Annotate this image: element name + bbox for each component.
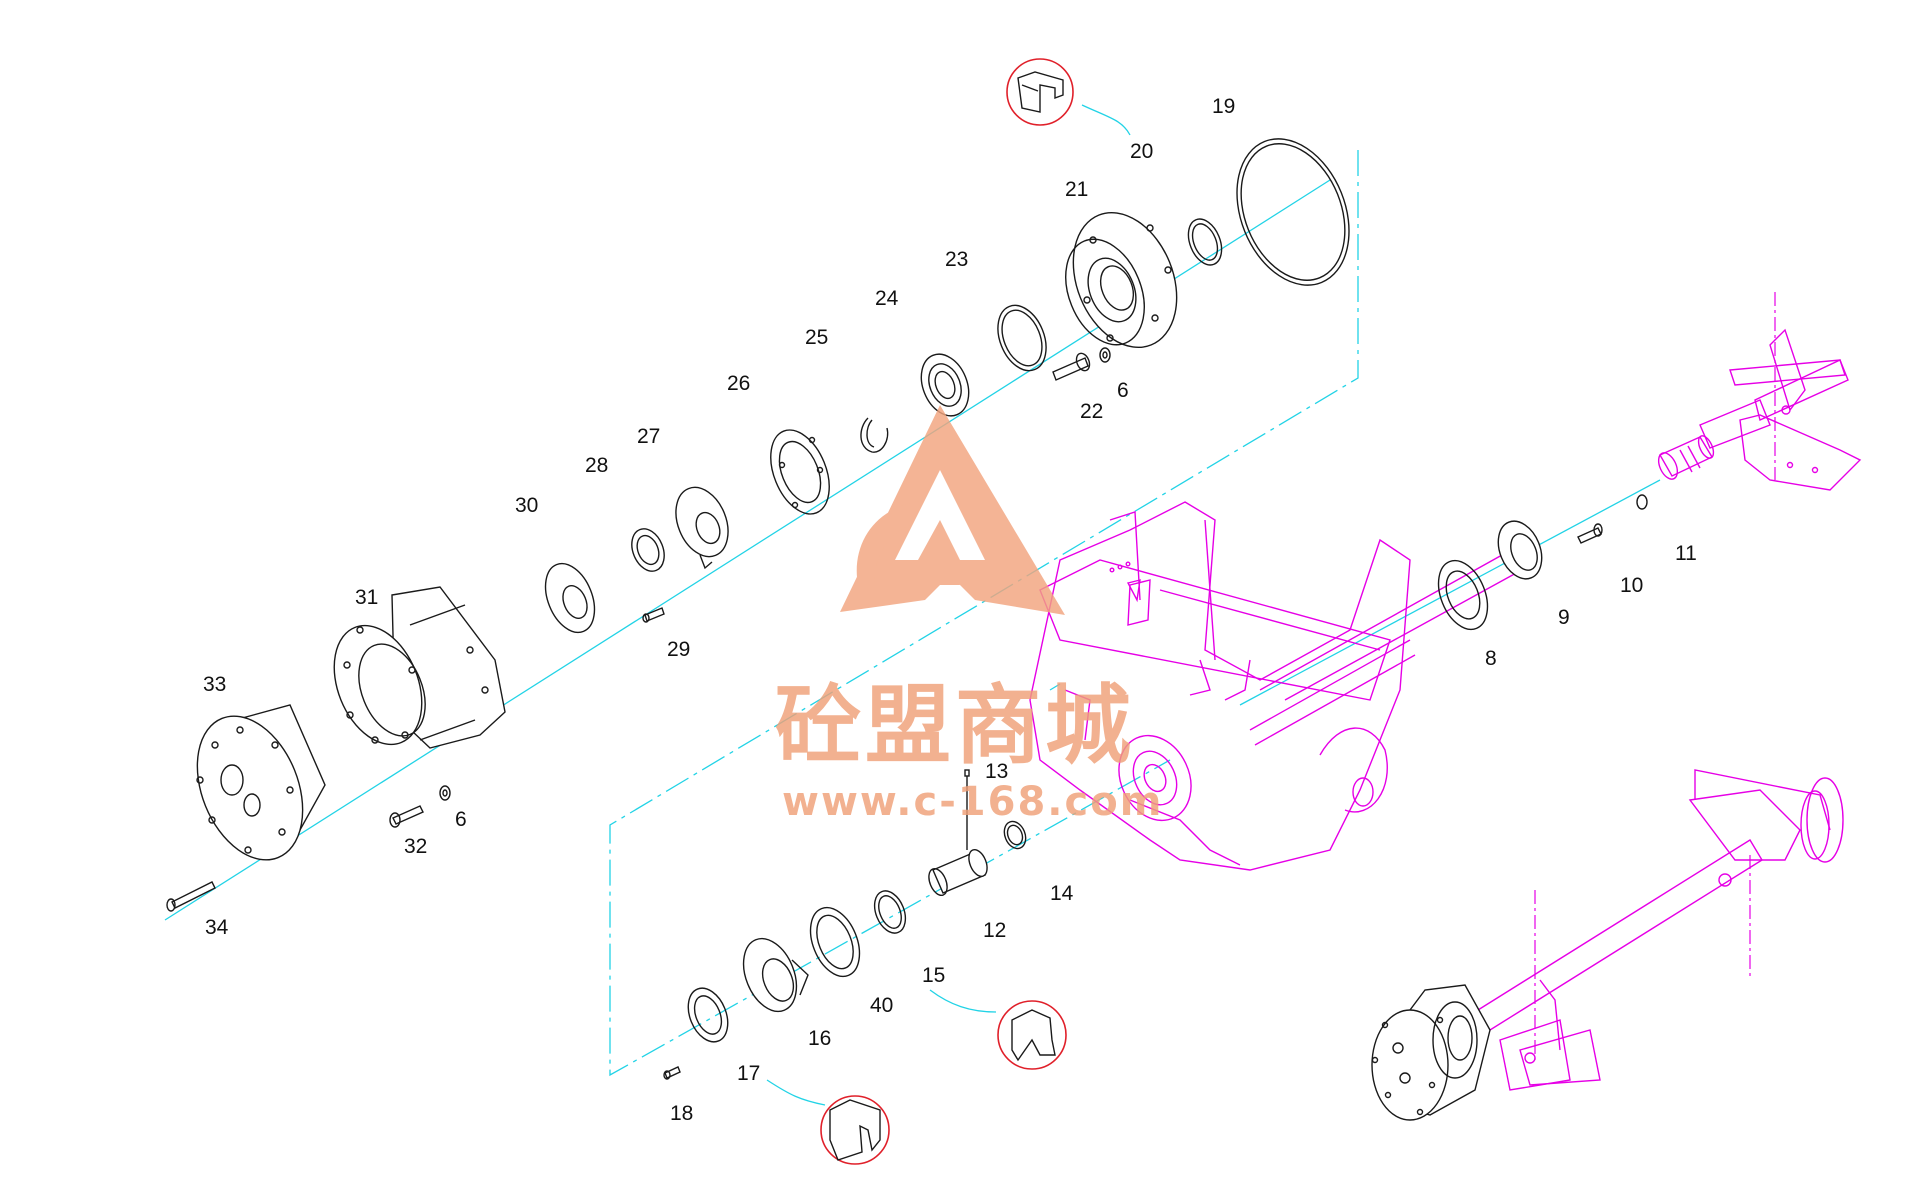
callout-15: 15 [922, 964, 945, 987]
callout-40: 40 [870, 994, 893, 1017]
callout-18: 18 [670, 1102, 693, 1125]
parts-line-art [166, 104, 1648, 1121]
detail-circle-20 [1006, 58, 1074, 126]
callout-6-lower: 6 [455, 808, 467, 831]
callout-26: 26 [727, 372, 750, 395]
callout-22: 22 [1080, 400, 1103, 423]
assembly-axes [164, 150, 1661, 1077]
callout-27: 27 [637, 425, 660, 448]
section-detail-circles [820, 58, 1074, 1165]
callout-31: 31 [355, 586, 378, 609]
watermark: 砼盟商城 www.c-168.com [775, 405, 1163, 825]
callout-23: 23 [945, 248, 968, 271]
callout-33: 33 [203, 673, 226, 696]
context-machine-frame [1029, 501, 1542, 871]
callout-17: 17 [737, 1062, 760, 1085]
watermark-url: www.c-168.com [782, 779, 1163, 825]
watermark-brand: 砼盟商城 [775, 676, 1135, 776]
callout-16: 16 [808, 1027, 831, 1050]
callout-10: 10 [1620, 574, 1643, 597]
callout-21: 21 [1065, 178, 1088, 201]
callout-9: 9 [1558, 606, 1570, 629]
callout-13: 13 [985, 760, 1008, 783]
callout-25: 25 [805, 326, 828, 349]
callout-28: 28 [585, 454, 608, 477]
callout-labels: 19 20 21 23 24 25 26 27 28 30 31 33 22 6… [203, 95, 1697, 1125]
callout-12: 12 [983, 919, 1006, 942]
context-lower-axle [1469, 769, 1844, 1091]
callout-32: 32 [404, 835, 427, 858]
callout-11: 11 [1675, 542, 1697, 565]
callout-8: 8 [1485, 647, 1497, 670]
callout-34: 34 [205, 916, 229, 939]
callout-30: 30 [515, 494, 538, 517]
detail-circle-17 [820, 1095, 890, 1165]
callout-14: 14 [1050, 882, 1074, 905]
callout-6-upper: 6 [1117, 379, 1129, 402]
callout-19: 19 [1212, 95, 1235, 118]
brand-logo [840, 405, 1065, 615]
context-upper-axle [1657, 292, 1862, 491]
callout-24: 24 [875, 287, 899, 310]
callout-29: 29 [667, 638, 690, 661]
callout-20: 20 [1130, 140, 1153, 163]
detail-circle-15 [997, 1000, 1067, 1070]
